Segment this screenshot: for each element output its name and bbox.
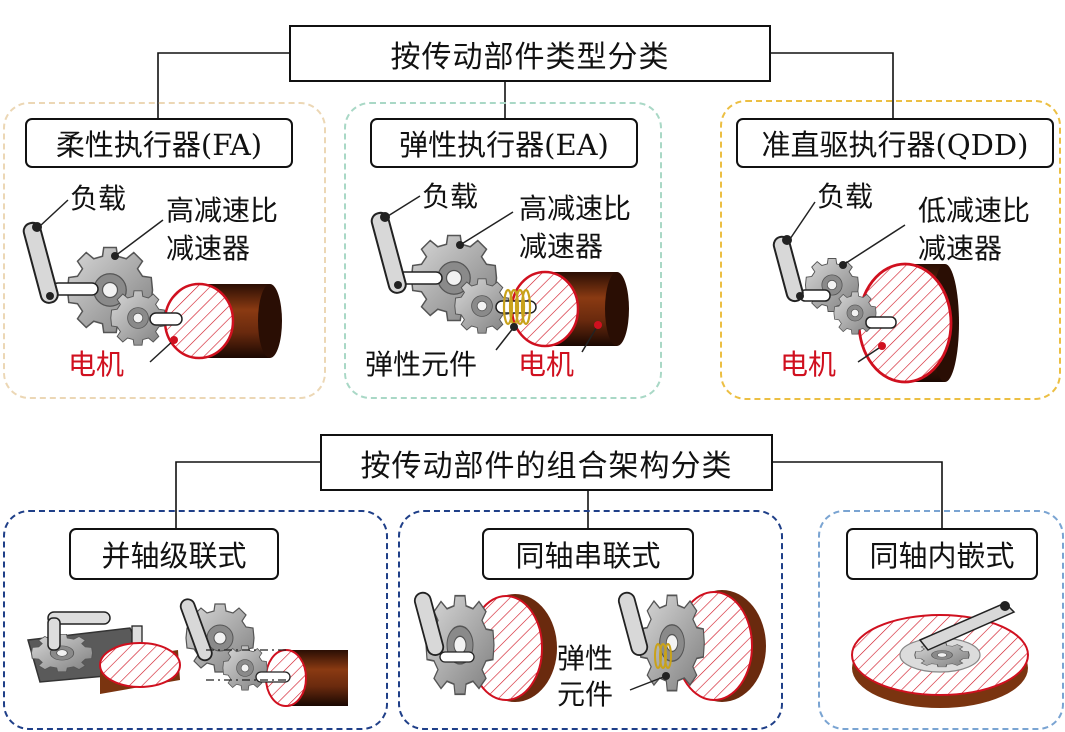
panel-parallel-cascade [3, 510, 388, 730]
panel-coaxial-serial [398, 510, 783, 730]
fa-reducer-label-line2: 减速器 [166, 232, 251, 265]
title-elastic-actuator: 弹性执行器(EA) [370, 118, 638, 168]
ea-reducer-label-line2: 减速器 [519, 230, 604, 263]
serial-illustration [413, 590, 766, 702]
title-quasi-direct-drive: 准直驱执行器(QDD) [736, 118, 1054, 168]
title-parallel-cascade: 并轴级联式 [69, 528, 279, 580]
panel-coaxial-embedded [818, 510, 1064, 730]
title-flexible-actuator: 柔性执行器(FA) [25, 118, 293, 168]
panel-elastic-actuator [344, 102, 662, 399]
ea-load-label: 负载 [422, 180, 479, 213]
fa-illustration [22, 199, 282, 363]
qdd-illustration [772, 201, 959, 384]
group-title-by-architecture: 按传动部件的组合架构分类 [320, 434, 773, 491]
ea-illustration [370, 195, 629, 353]
group-title-by-type: 按传动部件类型分类 [289, 25, 771, 82]
embedded-illustration [851, 601, 1029, 708]
qdd-load-label: 负载 [817, 180, 874, 213]
ea-reducer-label-line1: 高减速比 [519, 192, 632, 225]
qdd-motor-label: 电机 [780, 348, 837, 381]
title-coaxial-embedded: 同轴内嵌式 [846, 528, 1038, 580]
panel-flexible-actuator [3, 102, 326, 399]
fa-reducer-label-line1: 高减速比 [166, 194, 279, 227]
serial-elastic-label-line2: 元件 [557, 678, 614, 711]
parallel-illustration [27, 598, 348, 707]
serial-elastic-label-line1: 弹性 [557, 642, 614, 675]
fa-motor-label: 电机 [68, 348, 125, 381]
ea-elastic-element-label: 弹性元件 [365, 348, 478, 381]
qdd-reducer-label-line2: 减速器 [918, 232, 1003, 265]
fa-load-label: 负载 [70, 182, 127, 215]
qdd-reducer-label-line1: 低减速比 [918, 194, 1031, 227]
panel-quasi-direct-drive [720, 100, 1061, 400]
title-coaxial-serial: 同轴串联式 [482, 528, 694, 580]
ea-motor-label: 电机 [518, 348, 575, 381]
